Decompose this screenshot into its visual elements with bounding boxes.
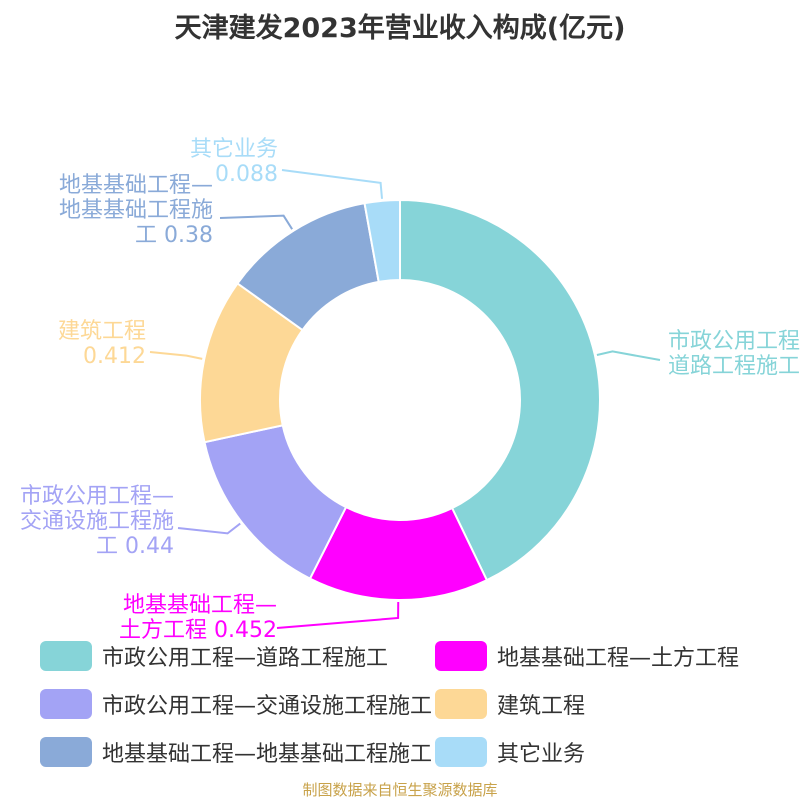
slice-label-0: 市政公用工程道路工程施工 [668,329,800,379]
legend-item-earthwork[interactable]: 地基基础工程—土方工程 [435,640,775,672]
slice-label-line: 工 0.44 [96,534,174,559]
legend-label: 市政公用工程—交通设施工程施工 [102,694,433,719]
slice-label-line: 市政公用工程 [668,329,800,354]
legend: 市政公用工程—道路工程施工 地基基础工程—土方工程 市政公用工程—交通设施工程施… [40,640,800,768]
legend-label: 其它业务 [497,742,586,767]
leader-line-4 [219,214,293,230]
slice-label-line: 市政公用工程— [20,484,174,509]
legend-label: 地基基础工程—地基基础工程施工 [102,742,433,767]
legend-label: 市政公用工程—道路工程施工 [102,646,389,671]
slice-label-line: 土方工程 0.452 [119,618,277,643]
leader-line-0 [596,350,661,361]
leader-line-1 [276,601,400,629]
leader-line-2 [177,522,241,535]
slice-label-1: 地基基础工程—土方工程 0.452 [119,593,277,643]
chart-title: 天津建发2023年营业收入构成(亿元) [174,13,626,44]
source-note: 制图数据来自恒生聚源数据库 [302,781,498,799]
legend-label: 地基基础工程—土方工程 [497,646,740,671]
slice-label-line: 地基基础工程— [59,173,213,198]
leader-line-3 [149,351,203,360]
slice-label-line: 交通设施工程施 [20,509,174,534]
legend-item-foundation[interactable]: 地基基础工程—地基基础工程施工 [40,736,435,768]
legend-item-traffic[interactable]: 市政公用工程—交通设施工程施工 [40,688,435,720]
leader-line-5 [281,169,384,199]
legend-swatch [40,737,92,767]
legend-item-road[interactable]: 市政公用工程—道路工程施工 [40,640,435,672]
slice-label-line: 0.088 [215,162,278,187]
legend-item-other[interactable]: 其它业务 [435,736,775,768]
slice-label-2: 市政公用工程—交通设施工程施工 0.44 [20,484,174,559]
slice-label-line: 工 0.38 [135,223,213,248]
legend-label: 建筑工程 [497,694,586,719]
legend-swatch [40,641,92,671]
slice-label-line: 地基基础工程— [123,593,277,618]
slice-label-line: 地基基础工程施 [59,198,213,223]
slice-label-line: 0.412 [83,344,146,369]
slice-0[interactable] [399,198,601,582]
slice-label-line: 其它业务 [190,137,278,162]
slice-label-line: 道路工程施工 [668,354,800,379]
slice-label-4: 地基基础工程—地基基础工程施工 0.38 [59,173,213,248]
legend-swatch [435,737,487,767]
legend-swatch [435,689,487,719]
legend-swatch [435,641,487,671]
legend-swatch [40,689,92,719]
slice-label-line: 建筑工程 [58,319,146,344]
legend-item-building[interactable]: 建筑工程 [435,688,775,720]
slice-5[interactable] [363,198,401,284]
